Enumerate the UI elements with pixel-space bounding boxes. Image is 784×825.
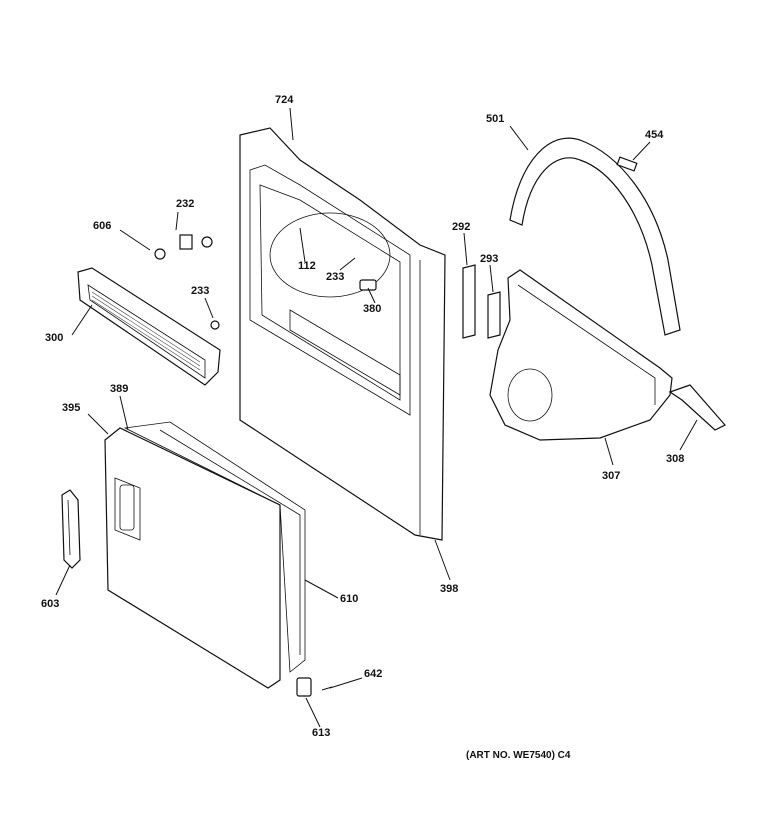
callout-603: 603 <box>41 598 60 610</box>
callout-724: 724 <box>275 94 294 106</box>
drum-support-ring <box>509 137 681 336</box>
callout-454: 454 <box>645 129 664 141</box>
callout-395: 395 <box>62 402 81 414</box>
callout-308: 308 <box>666 453 685 465</box>
callout-389: 389 <box>110 383 129 395</box>
callout-293: 293 <box>480 253 499 265</box>
callout-501: 501 <box>486 113 505 125</box>
nut-606 <box>154 248 166 260</box>
bracket-292 <box>462 264 476 339</box>
rear-bulkhead <box>489 269 673 441</box>
callout-642: 642 <box>364 668 383 680</box>
felt-seal <box>668 384 726 431</box>
callout-610: 610 <box>340 593 359 605</box>
door-inner-panel <box>123 421 306 673</box>
door-handle <box>61 489 81 569</box>
door-outer-panel <box>104 427 281 689</box>
callout-380: 380 <box>363 303 382 315</box>
screw-233 <box>210 320 220 330</box>
glide-pad <box>616 156 638 172</box>
toe-panel <box>77 267 221 386</box>
front-panel <box>239 127 446 541</box>
callout-307: 307 <box>602 470 621 482</box>
callout-233-toe: 233 <box>191 285 210 297</box>
callout-613: 613 <box>312 727 331 739</box>
leader-lines <box>55 107 698 728</box>
callout-232: 232 <box>176 198 195 210</box>
callout-292: 292 <box>452 221 471 233</box>
bracket-293 <box>487 291 501 339</box>
callout-606: 606 <box>93 220 112 232</box>
hinge-613 <box>296 677 312 697</box>
callout-300: 300 <box>45 332 64 344</box>
clip-232 <box>179 234 213 250</box>
switch-380 <box>359 279 377 291</box>
art-number-note: (ART NO. WE7540) C4 <box>466 750 571 761</box>
callout-233-panel: 233 <box>326 271 345 283</box>
callout-112: 112 <box>298 260 316 272</box>
callout-398: 398 <box>440 583 459 595</box>
